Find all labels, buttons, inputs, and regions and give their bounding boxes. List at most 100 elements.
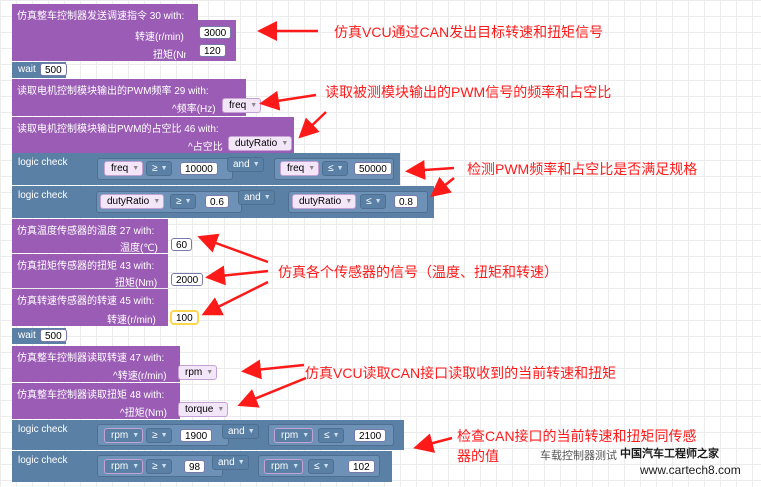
annotation-check-line2: 器的值 [457, 448, 499, 464]
right-operator[interactable]: ≤▼ [322, 161, 348, 176]
watermark-site-name: 中国汽车工程师之家 [620, 448, 719, 460]
freq-variable[interactable]: freq▼ [222, 98, 262, 113]
arrow-a6 [413, 433, 453, 453]
wait-label: wait [18, 64, 36, 75]
left-value-field[interactable]: 10000 [180, 162, 218, 175]
duty-variable[interactable]: dutyRatio▼ [228, 136, 293, 151]
logic-check-label: logic check [18, 157, 68, 168]
right-variable[interactable]: dutyRatio▼ [292, 194, 357, 209]
annotation-sensors: 仿真各个传感器的信号（温度、扭矩和转速） [278, 264, 558, 280]
join-operator[interactable]: and▼ [238, 190, 275, 205]
freq-param-label: ^频率(Hz) [172, 104, 216, 115]
left-operator[interactable]: ≥▼ [146, 161, 172, 176]
left-operator[interactable]: ≥▼ [170, 194, 196, 209]
arrow-a5b [237, 376, 307, 408]
right-variable[interactable]: rpm▼ [274, 428, 314, 443]
right-operator[interactable]: ≤▼ [308, 459, 334, 474]
logic-check-label: logic check [18, 190, 68, 201]
annotation-check-line1: 检查CAN接口的当前转速和扭矩同传感 [457, 428, 697, 444]
chevron-down-icon: ▼ [336, 165, 344, 172]
chevron-down-icon: ▼ [302, 432, 310, 439]
block-title: 仿真温度传感器的温度 27 with: [17, 226, 155, 237]
chevron-down-icon: ▼ [160, 432, 168, 439]
left-value-field[interactable]: 1900 [180, 429, 213, 442]
chevron-down-icon: ▼ [332, 432, 340, 439]
chevron-down-icon: ▼ [374, 198, 382, 205]
watermark-url: www.cartech8.com [640, 463, 741, 477]
vcu-send-block[interactable]: 仿真整车控制器发送调速指令 30 with: 转速(r/min) 扭矩(Nm) [12, 4, 198, 61]
left-variable[interactable]: rpm▼ [104, 428, 144, 443]
chevron-down-icon: ▼ [263, 194, 271, 201]
temp-value-field[interactable]: 60 [171, 238, 193, 251]
read-torque-block[interactable]: 仿真整车控制器读取扭矩 48 with: ^扭矩(Nm) [12, 383, 180, 419]
join-operator[interactable]: and▼ [227, 157, 264, 172]
left-value-field[interactable]: 98 [184, 460, 206, 473]
right-operator[interactable]: ≤▼ [318, 428, 344, 443]
right-value-field[interactable]: 2100 [354, 429, 387, 442]
torque-sensor-value-field[interactable]: 2000 [171, 273, 204, 286]
rpm-variable[interactable]: rpm▼ [178, 365, 218, 380]
wait-block[interactable]: wait 500 [12, 328, 67, 344]
left-operator[interactable]: ≥▼ [146, 428, 172, 443]
join-operator[interactable]: and▼ [212, 455, 249, 470]
logic-check-label: logic check [18, 424, 68, 435]
read-speed-label: ^转速(r/min) [113, 371, 167, 382]
chevron-down-icon: ▼ [206, 369, 214, 376]
chevron-down-icon: ▼ [281, 140, 289, 147]
right-value-field[interactable]: 102 [348, 460, 375, 473]
block-title: 读取电机控制模块输出的PWM频率 29 with: [17, 86, 209, 97]
chevron-down-icon: ▼ [237, 459, 245, 466]
chevron-down-icon: ▼ [184, 198, 192, 205]
annotation-pwm-check: 检测PWM频率和占空比是否满足规格 [467, 161, 698, 177]
temp-sensor-block[interactable]: 仿真温度传感器的温度 27 with: 温度(℃) [12, 219, 168, 254]
left-variable[interactable]: freq▼ [104, 161, 144, 176]
left-value-field[interactable]: 0.6 [205, 195, 229, 208]
block-title: 仿真扭矩传感器的扭矩 43 with: [17, 261, 155, 272]
speed-label: 转速(r/min) [107, 315, 156, 326]
temp-label: 温度(℃) [120, 243, 158, 254]
right-variable[interactable]: freq▼ [280, 161, 320, 176]
chevron-down-icon: ▼ [153, 198, 161, 205]
arrow-a2a [259, 90, 317, 111]
join-operator[interactable]: and▼ [222, 424, 259, 439]
chevron-down-icon: ▼ [322, 463, 330, 470]
block-title: 仿真整车控制器发送调速指令 30 with: [17, 11, 185, 22]
right-value-field[interactable]: 50000 [354, 162, 392, 175]
speed-value-field[interactable]: 3000 [199, 26, 232, 39]
torque-value-field[interactable]: 120 [199, 44, 226, 57]
chevron-down-icon: ▼ [160, 463, 168, 470]
arrow-a3b [430, 176, 455, 198]
block-title: 仿真整车控制器读取转速 47 with: [17, 353, 165, 364]
arrow-a3a [405, 160, 455, 180]
pwm-freq-block[interactable]: 读取电机控制模块输出的PWM频率 29 with: ^频率(Hz) [12, 79, 246, 116]
chevron-down-icon: ▼ [345, 198, 353, 205]
chevron-down-icon: ▼ [308, 165, 316, 172]
left-variable[interactable]: dutyRatio▼ [100, 194, 165, 209]
left-variable[interactable]: rpm▼ [104, 459, 144, 474]
logic-check-rpm-sensor[interactable]: logic check rpm▼ ≥▼ 98 and▼ rpm▼ ≤▼ 102 [12, 451, 392, 482]
chevron-down-icon: ▼ [160, 165, 168, 172]
block-title: 仿真整车控制器读取扭矩 48 with: [17, 390, 165, 401]
right-value-field[interactable]: 0.8 [394, 195, 418, 208]
logic-check-label: logic check [18, 455, 68, 466]
wait-value-field[interactable]: 500 [40, 329, 67, 342]
wait-value-field[interactable]: 500 [40, 63, 67, 76]
left-operator[interactable]: ≥▼ [146, 459, 172, 474]
logic-check-duty[interactable]: logic check dutyRatio▼ ≥▼ 0.6 and▼ dutyR… [12, 186, 434, 218]
logic-check-rpm-range[interactable]: logic check rpm▼ ≥▼ 1900 and▼ rpm▼ ≤▼ 21… [12, 420, 404, 450]
torque-variable[interactable]: torque▼ [178, 402, 229, 417]
chevron-down-icon: ▼ [247, 428, 255, 435]
speed-sensor-block[interactable]: 仿真转速传感器的转速 45 with: 转速(r/min) [12, 289, 168, 326]
right-variable[interactable]: rpm▼ [264, 459, 304, 474]
annotation-vcu-read: 仿真VCU读取CAN接口读取收到的当前转速和扭矩 [305, 365, 617, 381]
speed-sensor-value-field[interactable]: 100 [171, 311, 198, 324]
torque-label: 扭矩(Nm) [153, 50, 196, 61]
chevron-down-icon: ▼ [217, 406, 225, 413]
torque-sensor-block[interactable]: 仿真扭矩传感器的扭矩 43 with: 扭矩(Nm) [12, 254, 168, 289]
right-operator[interactable]: ≤▼ [360, 194, 386, 209]
annotation-pwm-read: 读取被测模块输出的PWM信号的频率和占空比 [325, 84, 612, 100]
wait-block[interactable]: wait 500 [12, 62, 67, 78]
logic-check-freq[interactable]: logic check freq▼ ≥▼ 10000 and▼ freq▼ ≤▼… [12, 153, 400, 185]
read-speed-block[interactable]: 仿真整车控制器读取转速 47 with: ^转速(r/min) [12, 346, 180, 382]
chevron-down-icon: ▼ [132, 432, 140, 439]
